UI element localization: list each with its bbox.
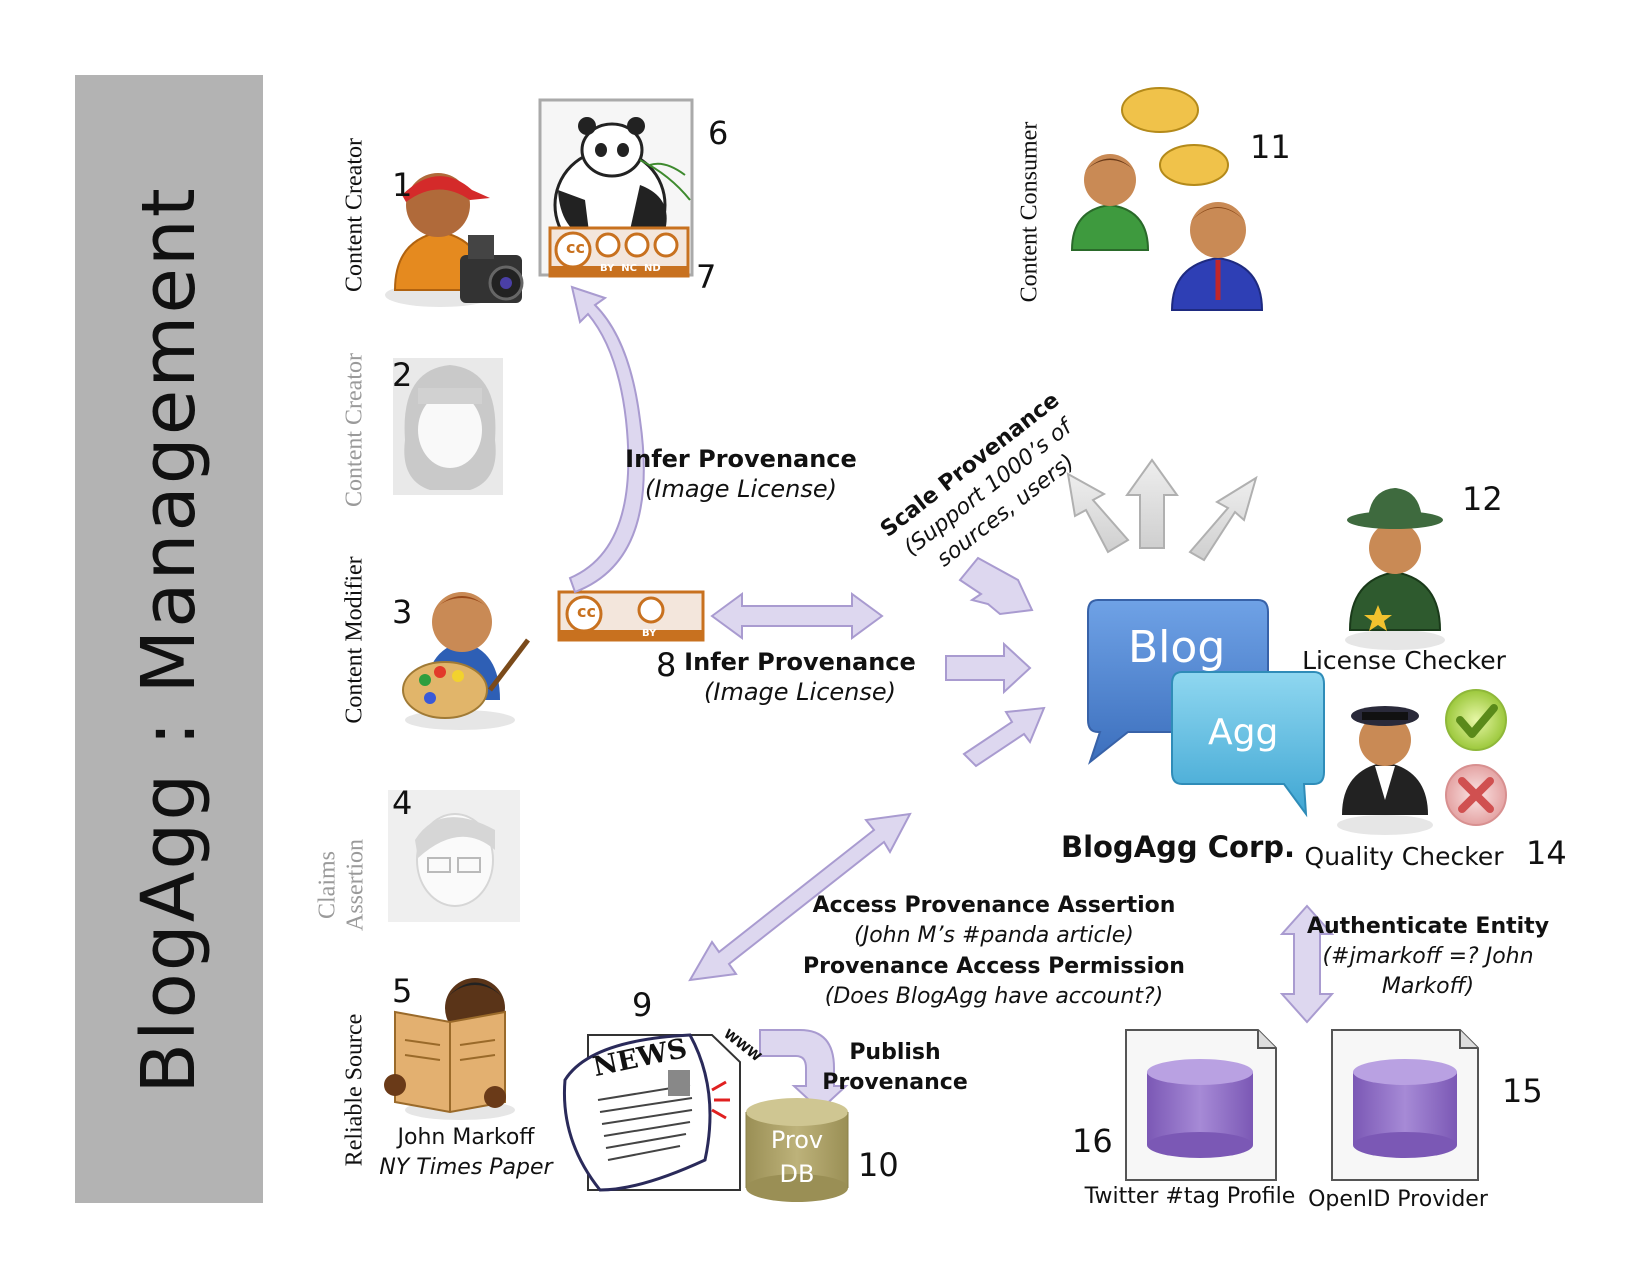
sheriff-icon: [1345, 488, 1445, 650]
sidebar-panel: [75, 75, 263, 1203]
number-4: 4: [392, 784, 413, 822]
permission-title: Provenance Access Permission: [803, 954, 1185, 979]
openid-label: OpenID Provider: [1308, 1187, 1488, 1212]
auth-title: Authenticate Entity: [1306, 914, 1550, 939]
infer-mid-sub: (Image License): [704, 678, 896, 706]
access-title: Access Provenance Assertion: [812, 893, 1176, 918]
infer-curved-arrow: [568, 285, 645, 594]
number-12: 12: [1462, 480, 1503, 518]
prov-db-line1: Prov: [770, 1126, 824, 1154]
permission-sub: (Does BlogAgg have account?): [824, 984, 1164, 1009]
cc-badge-8-label: cc: [577, 602, 596, 621]
twitter-label: Twitter #tag Profile: [1084, 1184, 1296, 1209]
prov-db-line2: DB: [779, 1160, 815, 1188]
blogagg-logo: [1087, 599, 1325, 818]
number-10: 10: [858, 1146, 899, 1184]
cc-badge-7-label: cc: [566, 238, 585, 257]
agg-label: Agg: [1208, 712, 1279, 753]
infer-mid-title: Infer Provenance: [684, 648, 916, 676]
auth-sub2: Markoff): [1381, 974, 1475, 999]
number-15: 15: [1502, 1072, 1543, 1110]
john-markoff-label: John Markoff: [397, 1125, 535, 1150]
number-16: 16: [1072, 1122, 1113, 1160]
blog-label: Blog: [1128, 622, 1226, 673]
inflow-arrows: [945, 556, 1046, 768]
number-1: 1: [392, 166, 413, 204]
consumers-icon: [1070, 87, 1264, 311]
access-sub: (John M’s #panda article): [854, 923, 1134, 948]
painter-icon: [402, 592, 530, 730]
number-11: 11: [1250, 128, 1291, 166]
number-6: 6: [708, 114, 729, 152]
faded-creator-icon: [393, 358, 503, 495]
number-7: 7: [696, 258, 717, 296]
cc-by-nc-nd-badge: [548, 226, 690, 278]
corp-label: BlogAgg Corp.: [1060, 830, 1296, 864]
cc-badge-8-terms: BY: [642, 628, 657, 639]
prov-db-icon: [745, 1098, 849, 1202]
cc-badge-7-terms: BY NC ND: [600, 263, 661, 274]
reject-icon: [1445, 764, 1507, 826]
publish-line2: Provenance: [822, 1070, 968, 1095]
number-3: 3: [392, 593, 413, 631]
faded-claims-icon: [388, 790, 520, 922]
quality-checker-icon: [1337, 706, 1433, 835]
quality-checker-label: Quality Checker: [1304, 842, 1504, 871]
publish-line1: Publish: [849, 1040, 941, 1065]
license-checker-label: License Checker: [1302, 646, 1506, 675]
scale-arrows: [1066, 458, 1258, 562]
infer-double-arrow: [710, 592, 884, 640]
auth-double-arrow: [1279, 904, 1335, 1024]
cc-by-badge: [557, 590, 705, 642]
nyt-label: NY Times Paper: [379, 1155, 553, 1180]
newspaper-reader-icon: [384, 978, 515, 1120]
number-2: 2: [392, 356, 413, 394]
number-8: 8: [656, 646, 677, 684]
auth-sub1: (#jmarkoff =? John: [1322, 944, 1534, 969]
twitter-db-icon: [1125, 1029, 1277, 1181]
infer-top-title: Infer Provenance: [625, 445, 857, 473]
photographer-icon: [385, 173, 524, 307]
newspaper-icon: [562, 1033, 741, 1192]
number-5: 5: [392, 972, 413, 1010]
number-14: 14: [1526, 834, 1567, 872]
check-icon: [1445, 689, 1507, 751]
number-9: 9: [632, 986, 653, 1024]
openid-db-icon: [1331, 1029, 1479, 1181]
access-double-arrow: [688, 812, 912, 982]
infer-top-sub: (Image License): [645, 475, 837, 503]
